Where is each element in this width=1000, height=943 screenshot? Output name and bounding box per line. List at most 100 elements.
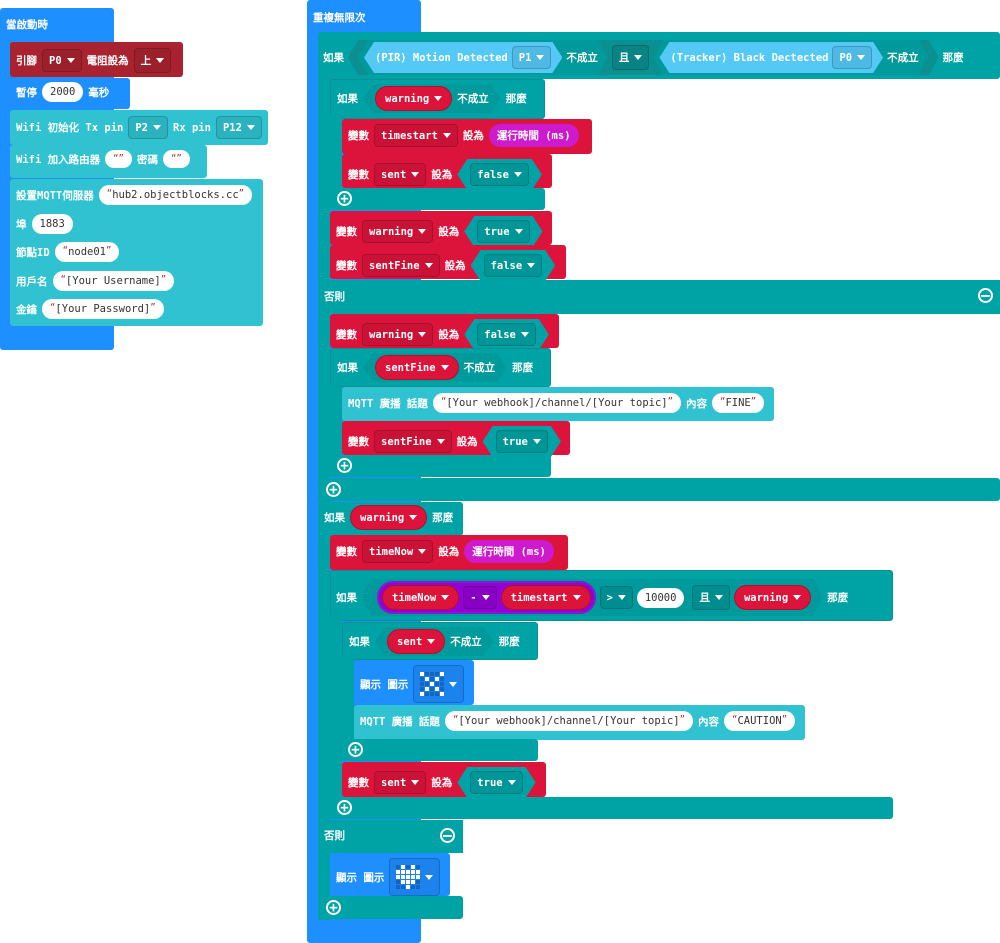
boolean-dropdown[interactable]: false — [470, 163, 529, 186]
port-input[interactable]: 1883 — [31, 214, 73, 234]
variable-dropdown[interactable]: sent — [374, 163, 427, 186]
tx-dropdown[interactable]: P2 — [128, 116, 169, 139]
mqtt-publish-fine-block[interactable]: MQTT 廣播 話題[Your webhook]/channel/[Your t… — [342, 387, 774, 421]
and-dropdown[interactable]: 且 — [692, 585, 730, 610]
add-branch-icon[interactable]: + — [348, 742, 363, 757]
not-block[interactable]: warning 不成立 — [363, 84, 501, 113]
label: 設為 — [438, 226, 460, 238]
remove-else-icon[interactable]: − — [978, 287, 993, 303]
wifi-join-block[interactable]: Wifi 加入路由器密碼 — [10, 145, 207, 178]
show-icon-block[interactable]: 顯示 圖示 — [354, 660, 474, 705]
variable-dropdown[interactable]: timestart — [374, 124, 458, 147]
tracker-pin-dropdown[interactable]: P0 — [832, 46, 872, 69]
pin-dropdown[interactable]: P0 — [42, 49, 82, 72]
label: 不成立 — [457, 93, 489, 105]
topic-input[interactable]: [Your webhook]/channel/[Your topic] — [444, 711, 694, 731]
ssid-input[interactable] — [105, 150, 132, 168]
led — [416, 875, 421, 879]
mqtt-publish-caution-block[interactable]: MQTT 廣播 話題[Your webhook]/channel/[Your t… — [354, 705, 805, 740]
operator-dropdown[interactable]: - — [463, 586, 496, 609]
icon-dropdown[interactable] — [389, 858, 441, 896]
threshold-input[interactable]: 10000 — [637, 588, 685, 608]
password-input[interactable] — [162, 150, 190, 168]
remove-else-icon[interactable]: − — [440, 827, 455, 843]
variable-dropdown[interactable]: warning — [362, 323, 434, 346]
boolean-dropdown[interactable]: true — [496, 430, 548, 453]
running-time-block[interactable]: 運行時間 (ms) — [464, 540, 554, 563]
variable-dropdown[interactable]: sent — [374, 771, 427, 794]
content-input[interactable]: CAUTION — [724, 711, 796, 731]
timestart-variable[interactable]: timestart — [501, 585, 591, 610]
variable-dropdown[interactable]: sentFine — [374, 430, 452, 453]
variable-dropdown[interactable]: timeNow — [362, 540, 434, 563]
server-input[interactable]: hub2.objectblocks.cc — [98, 185, 253, 205]
warning-variable[interactable]: warning — [734, 585, 811, 610]
password-key-input[interactable]: [Your Password] — [42, 299, 164, 319]
show-icon-heart-block[interactable]: 顯示 圖示 — [330, 853, 450, 896]
content-input[interactable]: FINE — [712, 393, 765, 413]
subtract-block[interactable]: timeNow-timestart — [377, 581, 596, 614]
node-input[interactable]: node01 — [54, 242, 120, 262]
boolean-dropdown[interactable]: false — [484, 254, 543, 277]
running-time-block[interactable]: 運行時間 (ms) — [488, 124, 579, 147]
variable-dropdown[interactable]: warning — [362, 220, 434, 243]
variable-dropdown[interactable]: sentFine — [362, 254, 440, 277]
add-branch-icon[interactable]: + — [337, 191, 352, 206]
add-branch-icon[interactable]: + — [326, 482, 341, 497]
compare-block[interactable]: timeNow-timestart >10000 — [373, 581, 688, 614]
led — [430, 677, 435, 681]
led — [430, 687, 435, 691]
add-branch-icon[interactable]: + — [337, 458, 352, 473]
led — [401, 885, 406, 889]
led — [425, 692, 430, 696]
boolean-dropdown[interactable]: false — [477, 323, 536, 346]
username-input[interactable]: [Your Username] — [52, 271, 175, 291]
label: 顯示 圖示 — [336, 871, 385, 884]
label: 設為 — [456, 436, 478, 448]
boolean-dropdown[interactable]: true — [470, 771, 522, 794]
pause-value[interactable]: 2000 — [42, 82, 84, 102]
sent-variable[interactable]: sent — [387, 629, 445, 654]
add-branch-icon[interactable]: + — [326, 900, 341, 915]
pir-pin-dropdown[interactable]: P1 — [512, 46, 552, 69]
warning-variable[interactable]: warning — [375, 86, 452, 111]
add-branch-icon[interactable]: + — [337, 800, 352, 815]
pull-dropdown[interactable]: 上 — [133, 48, 172, 73]
rx-dropdown[interactable]: P12 — [215, 116, 262, 139]
and-dropdown[interactable]: 且 — [612, 45, 650, 70]
timenow-variable[interactable]: timeNow — [382, 585, 459, 610]
compare-dropdown[interactable]: > — [600, 586, 633, 609]
icon-dropdown[interactable] — [413, 665, 465, 703]
led — [435, 677, 440, 681]
topic-input[interactable]: [Your webhook]/channel/[Your topic] — [432, 393, 682, 413]
sentfine-variable[interactable]: sentFine — [375, 355, 459, 380]
boolean-dropdown[interactable]: true — [477, 220, 529, 243]
warning-variable[interactable]: warning — [350, 505, 428, 530]
